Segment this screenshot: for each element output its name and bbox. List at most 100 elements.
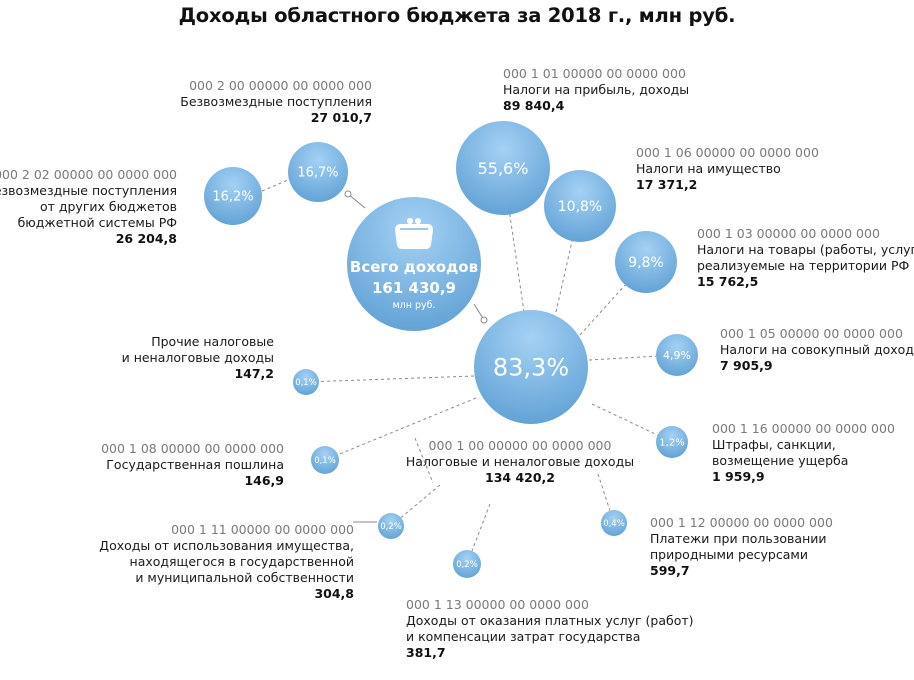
item-label-code: 000 1 13 00000 00 0000 000 — [406, 597, 589, 612]
item-bubble-percent: 10,8% — [558, 199, 602, 215]
connector-dot — [344, 190, 352, 198]
item-label-value: 1 959,9 — [712, 469, 765, 484]
item-label-name-line: находящегося в государственной — [129, 554, 354, 569]
item-label-code: 000 1 11 00000 00 0000 000 — [171, 522, 354, 537]
connector-line — [400, 484, 441, 519]
item-label-value: 146,9 — [244, 473, 284, 488]
connector-line — [591, 403, 658, 436]
tax-total-label-name-line: Налоговые и неналоговые доходы — [405, 454, 635, 469]
item-label-value: 599,7 — [650, 563, 690, 578]
chart-title: Доходы областного бюджета за 2018 г., мл… — [178, 4, 736, 27]
item-label-code: 000 1 12 00000 00 0000 000 — [650, 515, 833, 530]
tax-total-bubble-percent: 83,3% — [493, 354, 569, 382]
item-label-name-line: природными ресурсами — [650, 547, 808, 562]
item-bubble-percent: 0,1% — [314, 456, 336, 466]
connector-line — [471, 503, 491, 552]
item-bubble-percent: 0,2% — [456, 560, 478, 570]
item-label-name-line: Штрафы, санкции, — [712, 437, 836, 452]
item-label-value: 304,8 — [314, 586, 354, 601]
connector-line — [337, 397, 477, 456]
item-bubble-percent: 55,6% — [478, 159, 529, 178]
connector-line — [588, 355, 657, 361]
item-bubble — [453, 550, 481, 578]
item-bubble — [656, 426, 688, 458]
item-label-name-line: Налоги на имущество — [636, 161, 781, 176]
item-bubble — [601, 510, 627, 536]
item-label-name-line: и муниципальной собственности — [135, 570, 354, 585]
tax-total-label-code: 000 1 00 00000 00 0000 000 — [428, 438, 612, 453]
item-label-value: 381,7 — [406, 645, 446, 660]
item-bubble-percent: 4,9% — [663, 349, 691, 362]
item-label-value: 17 371,2 — [636, 177, 698, 192]
item-label-name-line: возмещение ущерба — [712, 453, 849, 468]
item-label-code: 000 1 08 00000 00 0000 000 — [101, 441, 284, 456]
connector-line — [579, 284, 626, 336]
item-bubble — [293, 369, 319, 395]
item-label-code: 000 1 16 00000 00 0000 000 — [712, 421, 895, 436]
item-label-code: 000 1 01 00000 00 0000 000 — [503, 66, 686, 81]
connector-line — [509, 214, 525, 313]
connector-line — [261, 179, 289, 192]
item-bubble-percent: 0,4% — [603, 519, 625, 529]
item-bubble-percent: 0,1% — [295, 378, 317, 388]
item-label-code: 000 1 03 00000 00 0000 000 — [697, 226, 880, 241]
item-label-name-line: Налоги на товары (работы, услуги), — [697, 242, 914, 257]
item-label-value: 7 905,9 — [720, 358, 773, 373]
item-label-code: 000 1 05 00000 00 0000 000 — [720, 326, 903, 341]
item-label-value: 89 840,4 — [503, 98, 565, 113]
gratuitous-sub-bubble — [204, 167, 262, 225]
item-label-name-line: Государственная пошлина — [106, 457, 284, 472]
item-label-name-line: Доходы от использования имущества, — [99, 538, 354, 553]
gratuitous-sub-label-code: 000 2 02 00000 00 0000 000 — [0, 167, 177, 182]
connector-lines — [261, 179, 658, 552]
purse-icon — [395, 218, 433, 249]
item-bubble-percent: 0,2% — [380, 522, 402, 532]
item-label-name-line: Доходы от оказания платных услуг (работ) — [406, 613, 694, 628]
gratuitous-bubble-percent: 16,7% — [297, 166, 338, 181]
connector-line — [347, 193, 366, 209]
tax-total-bubble — [474, 310, 588, 424]
connector-line — [555, 241, 573, 313]
total-label: Всего доходов — [350, 258, 478, 276]
gratuitous-label-value: 27 010,7 — [310, 110, 372, 125]
tax-total-label-value: 134 420,2 — [485, 470, 555, 485]
gratuitous-sub-label-name-line: от других бюджетов — [39, 199, 177, 214]
item-bubble — [544, 170, 616, 242]
total-value: 161 430,9 — [372, 279, 456, 297]
gratuitous-sub-bubble-percent: 16,2% — [212, 190, 253, 205]
item-bubble — [615, 231, 677, 293]
gratuitous-label-code: 000 2 00 00000 00 0000 000 — [189, 78, 372, 93]
gratuitous-label-name-line: Безвозмездные поступления — [180, 94, 372, 109]
connector-line — [414, 437, 434, 484]
gratuitous-sub-label-name-line: Безвозмездные поступления — [0, 183, 177, 198]
item-label-name-line: Налоги на прибыль, доходы — [503, 82, 690, 97]
total-bubble — [347, 197, 481, 331]
connector-line — [597, 473, 611, 511]
gratuitous-sub-label-value: 26 204,8 — [115, 231, 177, 246]
item-bubble — [378, 513, 404, 539]
item-label-name-line: и компенсации затрат государства — [406, 629, 641, 644]
connector-line — [318, 375, 475, 383]
item-bubble-percent: 9,8% — [628, 255, 664, 271]
item-label-name-line: Платежи при пользовании — [650, 531, 827, 546]
item-label-name-line: и неналоговые доходы — [121, 350, 274, 365]
item-bubble-percent: 1,2% — [659, 438, 684, 449]
item-label-code: 000 1 06 00000 00 0000 000 — [636, 145, 819, 160]
gratuitous-sub-label-name-line: бюджетной системы РФ — [17, 215, 177, 230]
gratuitous-bubble — [288, 142, 348, 202]
item-bubble — [656, 334, 698, 376]
item-label-name-line: Налоги на совокупный доход — [720, 342, 914, 357]
